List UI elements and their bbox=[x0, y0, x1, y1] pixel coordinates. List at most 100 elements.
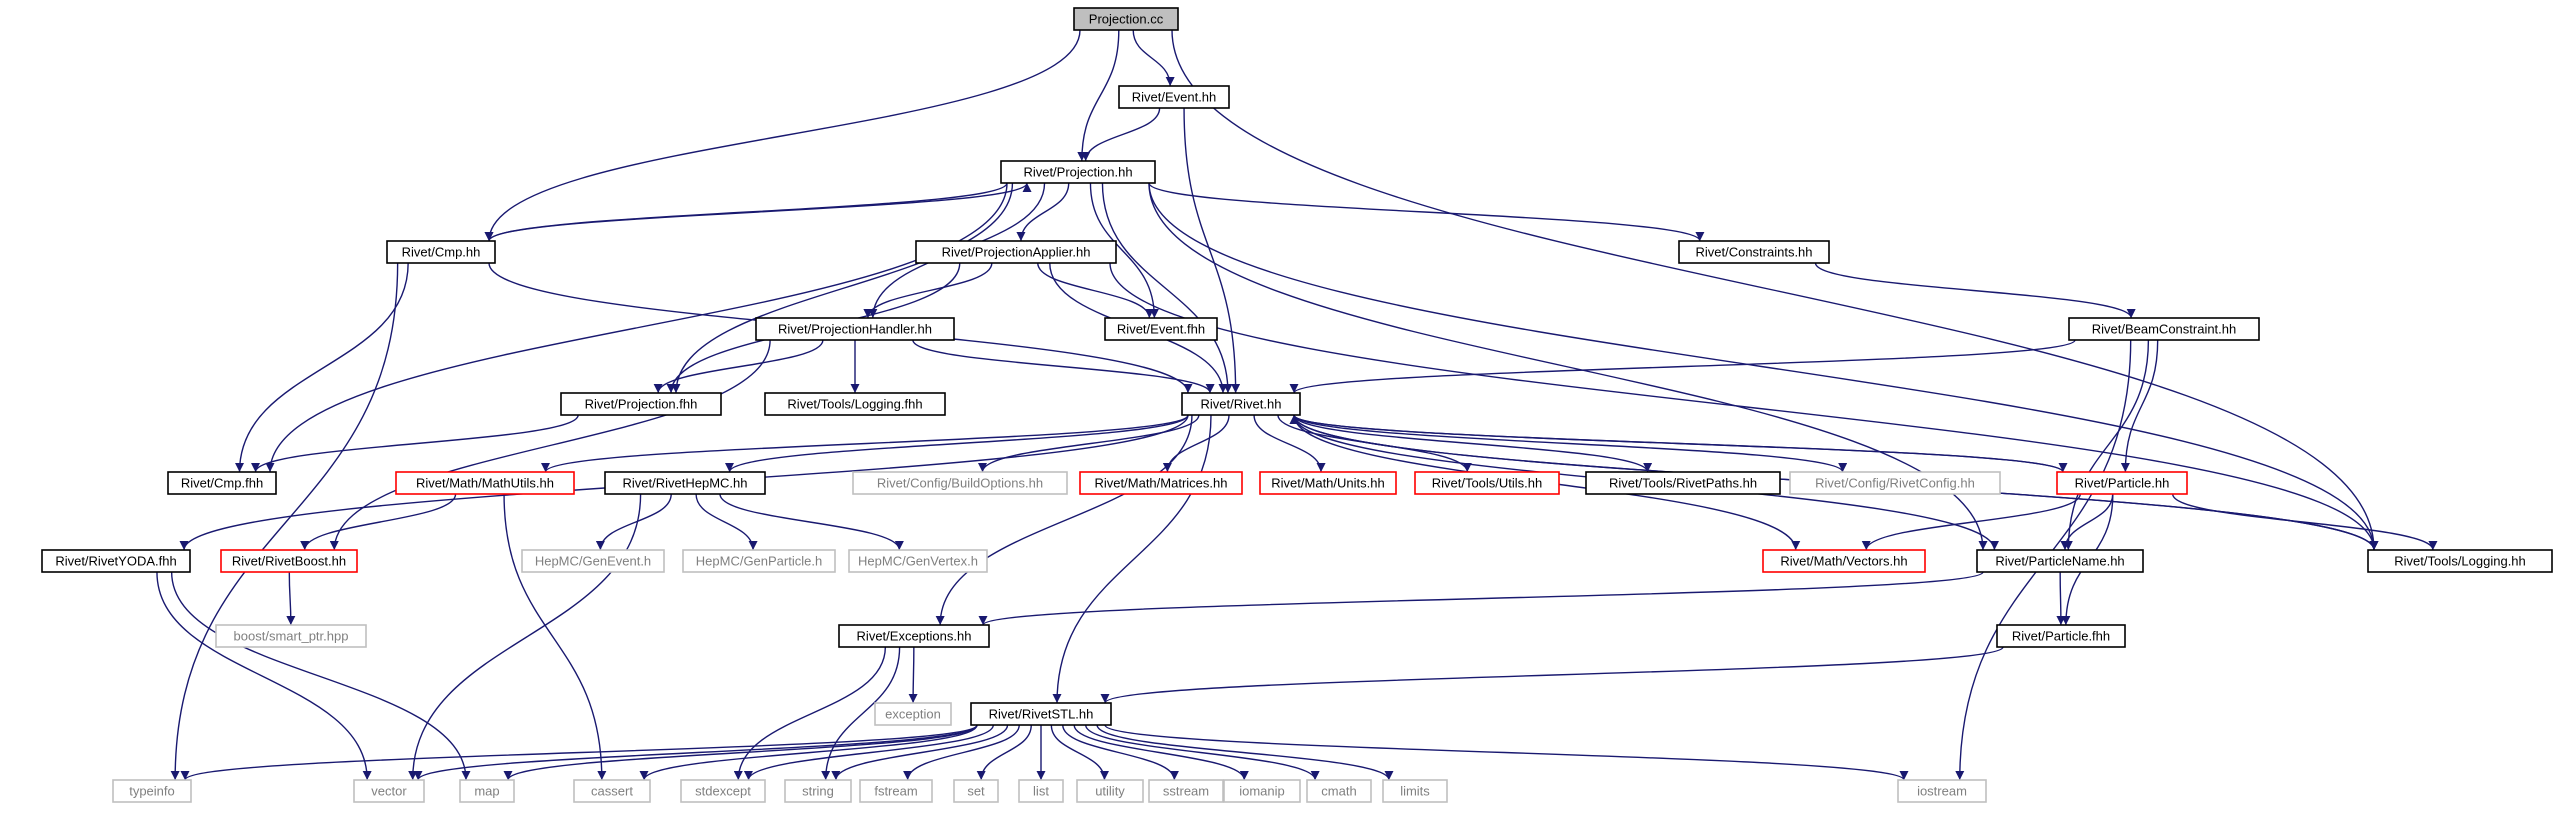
edge-rivet-hh-to-exceptions bbox=[935, 414, 1193, 626]
node-label: Rivet/Exceptions.hh bbox=[857, 629, 972, 644]
node-projection-applier[interactable]: Rivet/ProjectionApplier.hh bbox=[915, 240, 1117, 264]
node-box bbox=[1104, 317, 1218, 341]
node-event-hh[interactable]: Rivet/Event.hh bbox=[1118, 85, 1230, 109]
node-rivet-hh[interactable]: Rivet/Rivet.hh bbox=[1181, 392, 1301, 416]
node-label: cassert bbox=[591, 784, 633, 799]
node-cmp-hh[interactable]: Rivet/Cmp.hh bbox=[386, 240, 496, 264]
node-particlename[interactable]: Rivet/ParticleName.hh bbox=[1976, 549, 2144, 573]
node-label: limits bbox=[1400, 784, 1430, 799]
node-label: Rivet/Particle.hh bbox=[2075, 476, 2170, 491]
node-label: vector bbox=[371, 784, 407, 799]
edge-rivetstl-to-vector bbox=[413, 724, 978, 781]
node-label: Rivet/Cmp.fhh bbox=[181, 476, 263, 491]
node-box bbox=[41, 549, 191, 573]
node-units[interactable]: Rivet/Math/Units.hh bbox=[1259, 471, 1397, 495]
edge-cmp-hh-to-cmp-fhh bbox=[235, 262, 409, 473]
node-box bbox=[1223, 779, 1301, 803]
node-box bbox=[560, 392, 722, 416]
node-smart-ptr: boost/smart_ptr.hpp bbox=[215, 624, 367, 648]
edge-mathutils-to-rivetboost bbox=[300, 493, 457, 551]
node-list: list bbox=[1018, 779, 1064, 803]
node-projection-handler[interactable]: Rivet/ProjectionHandler.hh bbox=[755, 317, 955, 341]
node-rivetpaths[interactable]: Rivet/Tools/RivetPaths.hh bbox=[1585, 471, 1781, 495]
edge-projection-handler-to-rivetboost bbox=[329, 339, 771, 551]
node-box bbox=[386, 240, 496, 264]
node-exception: exception bbox=[874, 702, 952, 726]
edge-rivetstl-to-utility bbox=[1050, 724, 1109, 781]
node-label: Rivet/ParticleName.hh bbox=[1995, 554, 2124, 569]
node-box bbox=[680, 779, 766, 803]
node-logging-hh[interactable]: Rivet/Tools/Logging.hh bbox=[2367, 549, 2553, 573]
edge-rivet-hh-to-units bbox=[1253, 414, 1326, 473]
edge-rivethepmc-to-genvertex bbox=[719, 493, 904, 551]
node-event-fhh[interactable]: Rivet/Event.fhh bbox=[1104, 317, 1218, 341]
node-label: Rivet/RivetYODA.fhh bbox=[55, 554, 176, 569]
node-label: HepMC/GenVertex.h bbox=[858, 554, 978, 569]
node-cassert: cassert bbox=[573, 779, 651, 803]
node-rivetboost[interactable]: Rivet/RivetBoost.hh bbox=[220, 549, 358, 573]
edge-rivet-hh-to-matrices bbox=[1162, 414, 1230, 473]
edge-projection-cc-to-logging-hh bbox=[1171, 29, 2379, 551]
node-particle-hh[interactable]: Rivet/Particle.hh bbox=[2056, 471, 2188, 495]
edge-projection-cc-to-projection-hh bbox=[1077, 29, 1120, 162]
edge-projection-hh-to-event-fhh bbox=[1089, 182, 1159, 319]
node-box bbox=[2068, 317, 2260, 341]
node-projection-hh[interactable]: Rivet/Projection.hh bbox=[1000, 160, 1156, 184]
node-label: Rivet/Constraints.hh bbox=[1695, 245, 1812, 260]
node-box bbox=[573, 779, 651, 803]
node-label: Rivet/Projection.fhh bbox=[585, 397, 698, 412]
node-label: Rivet/Math/Vectors.hh bbox=[1780, 554, 1907, 569]
node-cmp-fhh[interactable]: Rivet/Cmp.fhh bbox=[167, 471, 277, 495]
node-mathutils[interactable]: Rivet/Math/MathUtils.hh bbox=[395, 471, 575, 495]
node-beam-constraint[interactable]: Rivet/BeamConstraint.hh bbox=[2068, 317, 2260, 341]
edge-projection-hh-to-cmp-fhh bbox=[265, 182, 1008, 473]
node-rivethepmc[interactable]: Rivet/RivetHepMC.hh bbox=[604, 471, 766, 495]
node-logging-fhh[interactable]: Rivet/Tools/Logging.fhh bbox=[764, 392, 946, 416]
edge-rivet-hh-to-rivethepmc bbox=[725, 414, 1189, 473]
edge-rivetstl-to-string bbox=[831, 724, 1009, 781]
node-rivetstl[interactable]: Rivet/RivetSTL.hh bbox=[970, 702, 1112, 726]
node-box bbox=[521, 549, 665, 573]
node-box bbox=[1996, 624, 2126, 648]
node-label: fstream bbox=[874, 784, 917, 799]
node-limits: limits bbox=[1382, 779, 1448, 803]
edge-projection-handler-to-projection-fhh bbox=[653, 339, 824, 394]
node-box bbox=[1976, 549, 2144, 573]
node-vectors[interactable]: Rivet/Math/Vectors.hh bbox=[1762, 549, 1926, 573]
node-particle-fhh[interactable]: Rivet/Particle.fhh bbox=[1996, 624, 2126, 648]
edge-rivetstl-to-iostream bbox=[1104, 724, 1909, 781]
node-label: Rivet/Cmp.hh bbox=[402, 245, 481, 260]
node-exceptions[interactable]: Rivet/Exceptions.hh bbox=[838, 624, 990, 648]
node-projection-fhh[interactable]: Rivet/Projection.fhh bbox=[560, 392, 722, 416]
node-box bbox=[459, 779, 515, 803]
edge-rivethepmc-to-vector bbox=[408, 493, 642, 781]
node-constraints[interactable]: Rivet/Constraints.hh bbox=[1678, 240, 1830, 264]
node-string: string bbox=[784, 779, 852, 803]
edge-rivetboost-to-smart-ptr bbox=[286, 571, 296, 626]
edge-projection-hh-to-projection-fhh bbox=[671, 182, 1014, 394]
edge-rivetstl-to-cassert bbox=[639, 724, 978, 781]
node-projection-cc[interactable]: Projection.cc bbox=[1073, 7, 1179, 31]
edge-constraints-to-beam-constraint bbox=[1814, 262, 2136, 319]
node-box bbox=[755, 317, 955, 341]
node-label: exception bbox=[885, 707, 941, 722]
edge-rivet-hh-to-mathutils bbox=[541, 414, 1189, 473]
node-label: string bbox=[802, 784, 834, 799]
node-matrices[interactable]: Rivet/Math/Matrices.hh bbox=[1079, 471, 1243, 495]
edge-rivetstl-to-set bbox=[976, 724, 1032, 781]
node-rivetyoda[interactable]: Rivet/RivetYODA.fhh bbox=[41, 549, 191, 573]
edge-rivet-hh-to-rivetconfig bbox=[1293, 414, 1848, 473]
node-utils[interactable]: Rivet/Tools/Utils.hh bbox=[1414, 471, 1560, 495]
node-box bbox=[215, 624, 367, 648]
edge-rivetstl-to-stdexcept bbox=[744, 724, 994, 781]
edge-rivetstl-to-sstream bbox=[1062, 724, 1179, 781]
node-box bbox=[1414, 471, 1560, 495]
edge-projection-fhh-to-cmp-fhh bbox=[251, 414, 579, 473]
edge-projection-applier-to-event-fhh bbox=[1037, 262, 1154, 319]
edge-mathutils-to-cassert bbox=[503, 493, 607, 781]
node-utility: utility bbox=[1076, 779, 1144, 803]
edge-exceptions-to-exception bbox=[908, 646, 918, 704]
edge-particlename-to-exceptions bbox=[978, 571, 1984, 626]
node-stdexcept: stdexcept bbox=[680, 779, 766, 803]
edge-beam-constraint-to-particlename bbox=[2063, 339, 2150, 551]
